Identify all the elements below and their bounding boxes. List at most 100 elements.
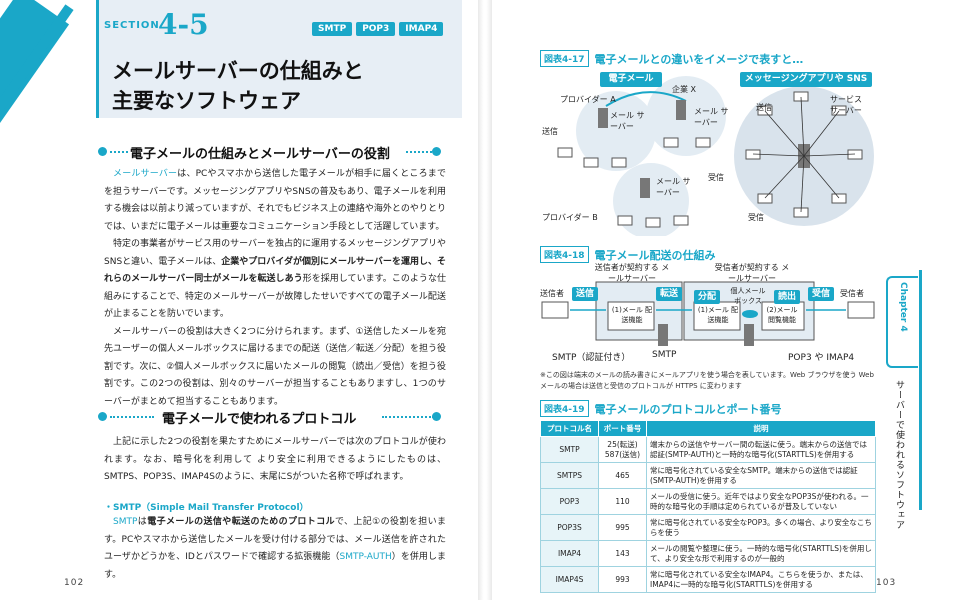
mail-server-label-x: メール サーバー: [694, 107, 729, 127]
paragraph-3: メールサーバーの役割は大きく2つに分けられます。まず、①送信したメールを宛先ユー…: [104, 326, 446, 407]
paragraph-2-text-b: 形を採用しています。このような仕組みにすることで、特定のメールサーバーが故障した…: [104, 274, 446, 319]
page-number-left: 102: [64, 578, 85, 588]
receiver-laptop-icon: [847, 301, 875, 319]
sender-laptop-icon: [541, 301, 569, 319]
server-a-icon: [598, 108, 608, 128]
page-number-right: 103: [876, 578, 897, 588]
paragraph-2-bold: 企業やプロバイダが個別にメールサーバーを運用し、それらのメールサーバー同士がメー…: [104, 256, 446, 285]
figure-17-title: 電子メールとの違いをイメージで表すと…: [594, 52, 804, 66]
sns-link-line: [752, 153, 805, 157]
receive-label-email: 受信: [708, 173, 724, 182]
port-cell: 995: [598, 514, 647, 541]
paragraph-5-text-b: で、上記①の役割を担います。PCやスマホから送信したメールを受け付ける部分では、…: [104, 517, 446, 562]
description-cell: メールの受信に使う。近年ではより安全なPOP3Sが使われる。一時的な暗号化の手順…: [646, 488, 876, 515]
service-server-label: サービス サーバー: [830, 95, 862, 115]
pc-icon: [695, 137, 711, 148]
heading1-end-icon: [432, 147, 441, 156]
pc-icon: [645, 217, 661, 228]
description-cell: 常に暗号化されている安全なIMAP4。こちらを使うか、または、IMAP4に一時的…: [646, 566, 876, 593]
mail-server-label: メール サーバー: [610, 111, 645, 131]
heading1-rule: [110, 151, 128, 153]
sns-link-line: [803, 155, 840, 199]
table-header-port: ポート番号: [598, 420, 647, 437]
sns-pill: メッセージングアプリや SNS: [740, 72, 872, 87]
figure-19-label: 図表4-19: [540, 400, 589, 417]
protocol-intro: 上記に示した2つの役割を果たすためにメールサーバーでは次のプロトコルが使われます…: [104, 434, 446, 487]
pc-icon: [831, 193, 847, 204]
smtp-subheading: ・SMTP（Simple Mail Transfer Protocol）: [104, 503, 309, 513]
pc-icon: [673, 215, 689, 226]
server-b-icon: [640, 178, 650, 198]
delivery-box-1: [607, 301, 655, 331]
table-header-description: 説明: [646, 420, 876, 437]
flow-transfer-pill: 転送: [656, 287, 682, 301]
server-tower-icon-2: [744, 324, 754, 346]
flow-send-pill: 送信: [572, 287, 598, 301]
mailbox-label: 個人メール ボックス: [730, 287, 766, 305]
pop-imap-caption: POP3 や IMAP4: [788, 353, 855, 363]
pc-icon: [557, 147, 573, 158]
tag-imap4: IMAP4: [399, 22, 444, 36]
section-label: SECTION: [104, 20, 160, 31]
pc-icon: [663, 137, 679, 148]
company-x-label: 企業 X: [672, 85, 697, 94]
port-cell: 465: [598, 462, 647, 489]
figure-19-header: 図表4-19 電子メールのプロトコルとポート番号: [540, 400, 782, 417]
sns-link-line: [803, 110, 840, 157]
smtp-description: SMTPは電子メールの送信や転送のためのプロトコルで、上記①の役割を担います。P…: [104, 514, 446, 584]
keyword-smtp: SMTP: [113, 517, 138, 527]
tag-smtp: SMTP: [312, 22, 353, 36]
port-cell: 25(転送) 587(送信): [598, 436, 647, 463]
keyword-mail-server: メールサーバー: [113, 169, 178, 179]
description-cell: 常に暗号化されている安全なSMTP。端末からの送信では認証(SMTP-AUTH)…: [646, 462, 876, 489]
section-title-box: [96, 0, 462, 118]
view-func-label: (2)メール 閲覧機能: [766, 306, 798, 324]
protocol-name-cell: POP3S: [540, 514, 599, 541]
paragraph-5-bold: 電子メールの送信や転送のためのプロトコル: [147, 517, 335, 527]
paragraph-1-text: は、PCやスマホから送信した電子メールが相手に届くところまでを担うサーバーです。…: [104, 169, 446, 232]
heading1-rule-right: [406, 151, 436, 153]
heading2-rule-right: [382, 416, 434, 418]
delivery-func-label-1: (1)メール 配送機能: [611, 306, 653, 324]
book-gutter: [478, 0, 492, 600]
keyword-smtp-auth: SMTP-AUTH: [339, 552, 392, 562]
sns-link-line: [803, 153, 856, 157]
transfer-arrow: [605, 91, 687, 107]
figure-18-note: ※この図は端末のメールの読み書きにメールアプリを使う場合を表しています。Web …: [540, 371, 874, 390]
pc-icon: [831, 105, 847, 116]
paragraph-4: 上記に示した2つの役割を果たすためにメールサーバーでは次のプロトコルが使われます…: [104, 437, 446, 482]
page-title-line2: 主要なソフトウェア: [112, 89, 301, 113]
pc-icon: [757, 193, 773, 204]
flow-distribute-pill: 分配: [694, 290, 720, 304]
pc-icon: [583, 157, 599, 168]
heading2-bullet-icon: [98, 412, 107, 421]
sender-server-caption: 送信者が契約する メールサーバー: [594, 263, 670, 283]
page-title: メールサーバーの仕組みと 主要なソフトウェア: [112, 56, 364, 116]
send-label-email: 送信: [542, 127, 558, 136]
protocol-name-cell: SMTP: [540, 436, 599, 463]
view-box: [761, 301, 805, 331]
paragraph-5-text-c: ）を併用します。: [104, 552, 446, 580]
table-header-protocol: プロトコル名: [540, 420, 599, 437]
paragraph-1: メールサーバーは、PCやスマホから送信した電子メールが相手に届くところまでを担う…: [104, 166, 446, 236]
figure-18-diagram: [541, 281, 875, 346]
heading1: 電子メールの仕組みとメールサーバーの役割: [130, 147, 390, 162]
port-cell: 110: [598, 488, 647, 515]
description-cell: 常に暗号化されている安全なPOP3。多くの場合、より安全なこちらを使う: [646, 514, 876, 541]
send-label-sns: 送信: [756, 103, 772, 112]
figure-19-title: 電子メールのプロトコルとポート番号: [594, 402, 782, 416]
protocol-name-cell: POP3: [540, 488, 599, 515]
figure-17-header: 図表4-17 電子メールとの違いをイメージで表すと…: [540, 50, 803, 67]
heading2-rule: [110, 416, 154, 418]
section-number: 4-5: [158, 8, 209, 41]
sns-link-line: [800, 96, 805, 157]
sns-link-line: [764, 155, 805, 199]
provider-b-label: プロバイダー B: [542, 213, 598, 222]
mailbox-db-icon: [742, 310, 758, 318]
figure-18-label: 図表4-18: [540, 246, 589, 263]
